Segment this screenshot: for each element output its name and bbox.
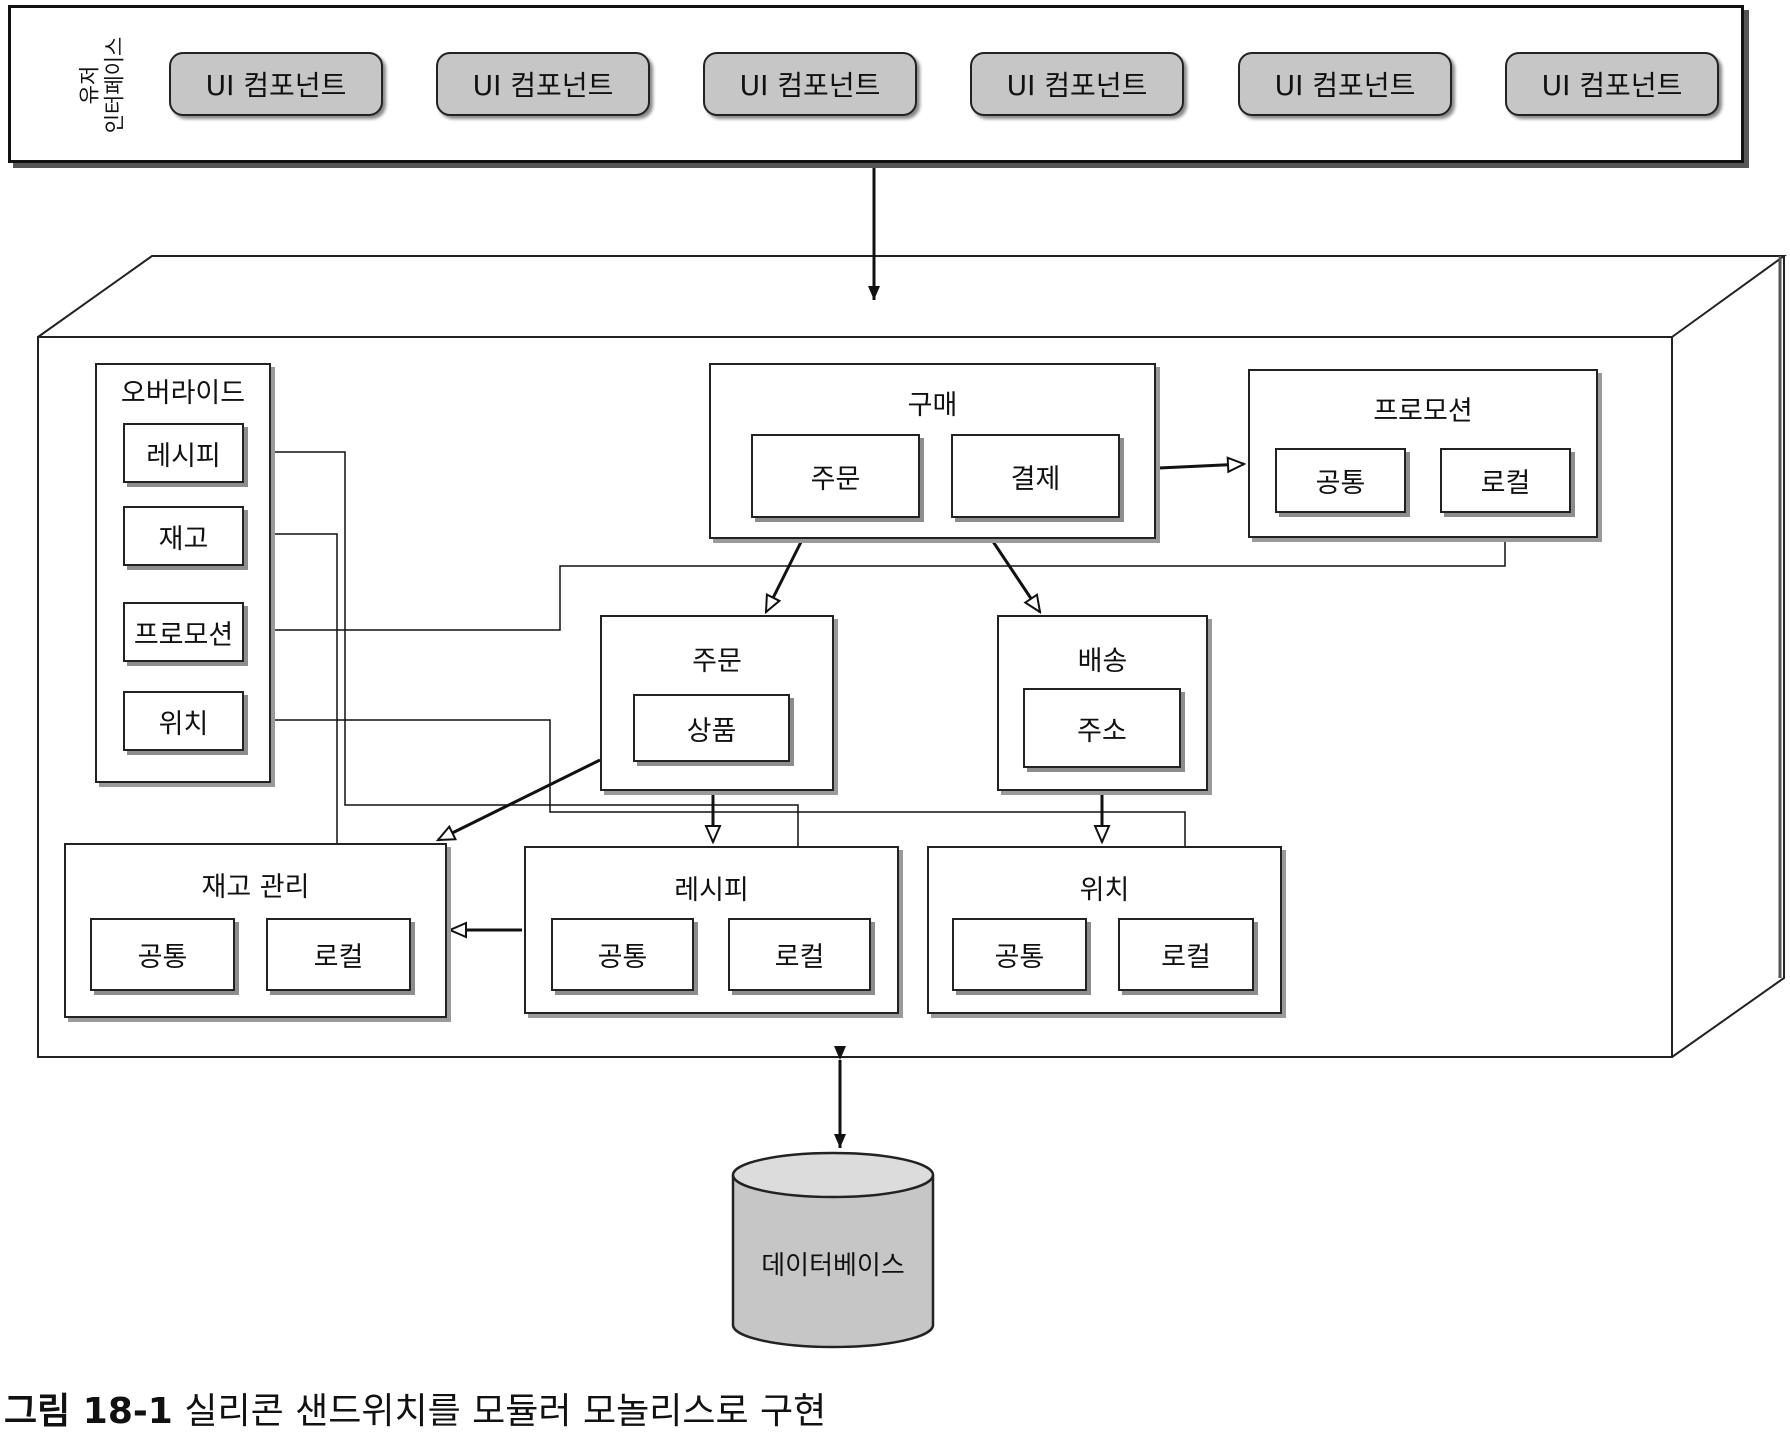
override-title: 오버라이드 bbox=[120, 378, 246, 409]
figure-number: 그림 18-1 bbox=[4, 1391, 173, 1432]
purchase-payment: 결제 bbox=[951, 434, 1120, 518]
location-local: 로컬 bbox=[1118, 918, 1254, 991]
ui-component-1: UI 컴포넌트 bbox=[169, 52, 383, 116]
ui-component-2: UI 컴포넌트 bbox=[436, 52, 650, 116]
override-promotion: 프로모션 bbox=[123, 602, 244, 662]
recipe-local: 로컬 bbox=[728, 918, 871, 991]
recipe-common: 공통 bbox=[551, 918, 694, 991]
inventory-common: 공통 bbox=[90, 918, 235, 991]
order-title: 주문 bbox=[692, 646, 742, 677]
inventory-override-line bbox=[238, 529, 342, 915]
shipping-title: 배송 bbox=[1077, 646, 1128, 677]
figure-caption-text: 실리콘 샌드위치를 모듈러 모놀리스로 구현 bbox=[184, 1391, 827, 1432]
recipe-title: 레시피 bbox=[674, 875, 749, 906]
promotion-title: 프로모션 bbox=[1373, 396, 1473, 427]
order-to-inventory-arrow bbox=[438, 758, 601, 842]
user-interface-label: 유저 인터페이스 bbox=[76, 36, 126, 134]
location-title: 위치 bbox=[1079, 875, 1130, 906]
recipe-override-line bbox=[248, 447, 799, 918]
ui-component-6: UI 컴포넌트 bbox=[1505, 52, 1719, 116]
ui-component-3: UI 컴포넌트 bbox=[703, 52, 917, 116]
purchase-to-shipping-arrow bbox=[990, 539, 1040, 612]
ui-component-4: UI 컴포넌트 bbox=[970, 52, 1184, 116]
location-common: 공통 bbox=[952, 918, 1087, 991]
inventory-title: 재고 관리 bbox=[201, 872, 310, 903]
database-label: 데이터베이스 bbox=[761, 1251, 905, 1281]
purchase-order: 주문 bbox=[751, 434, 920, 518]
ui-component-5: UI 컴포넌트 bbox=[1238, 52, 1452, 116]
promotion-local: 로컬 bbox=[1440, 448, 1571, 513]
override-inventory: 재고 bbox=[123, 506, 244, 566]
inventory-local: 로컬 bbox=[266, 918, 411, 991]
order-product: 상품 bbox=[633, 694, 790, 762]
database-cylinder bbox=[731, 1151, 935, 1349]
shipping-address: 주소 bbox=[1023, 688, 1181, 768]
promotion-common: 공통 bbox=[1275, 448, 1406, 513]
figure-caption: 그림 18-1 실리콘 샌드위치를 모듈러 모놀리스로 구현 bbox=[4, 1382, 1204, 1434]
override-recipe: 레시피 bbox=[123, 423, 244, 483]
purchase-title: 구매 bbox=[907, 390, 958, 421]
override-location: 위치 bbox=[123, 691, 244, 751]
promotion-override-line bbox=[248, 515, 1506, 635]
